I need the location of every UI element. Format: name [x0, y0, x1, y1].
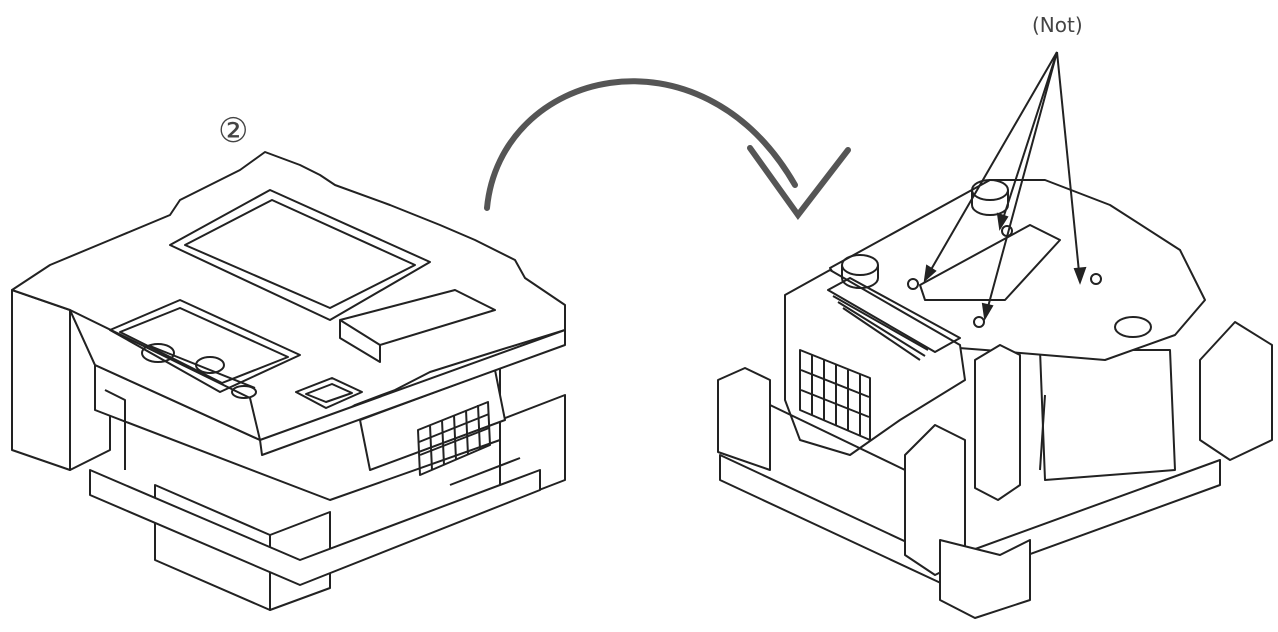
step-number: ② [218, 111, 248, 151]
foam-cover-details [104, 189, 521, 486]
callout-arrow-icon [923, 51, 1087, 321]
curved-arrow-icon [484, 78, 851, 221]
callout-label: (Not) [1032, 13, 1083, 37]
foam-top-cover [11, 151, 566, 611]
foam-base-with-projector [717, 179, 1273, 619]
